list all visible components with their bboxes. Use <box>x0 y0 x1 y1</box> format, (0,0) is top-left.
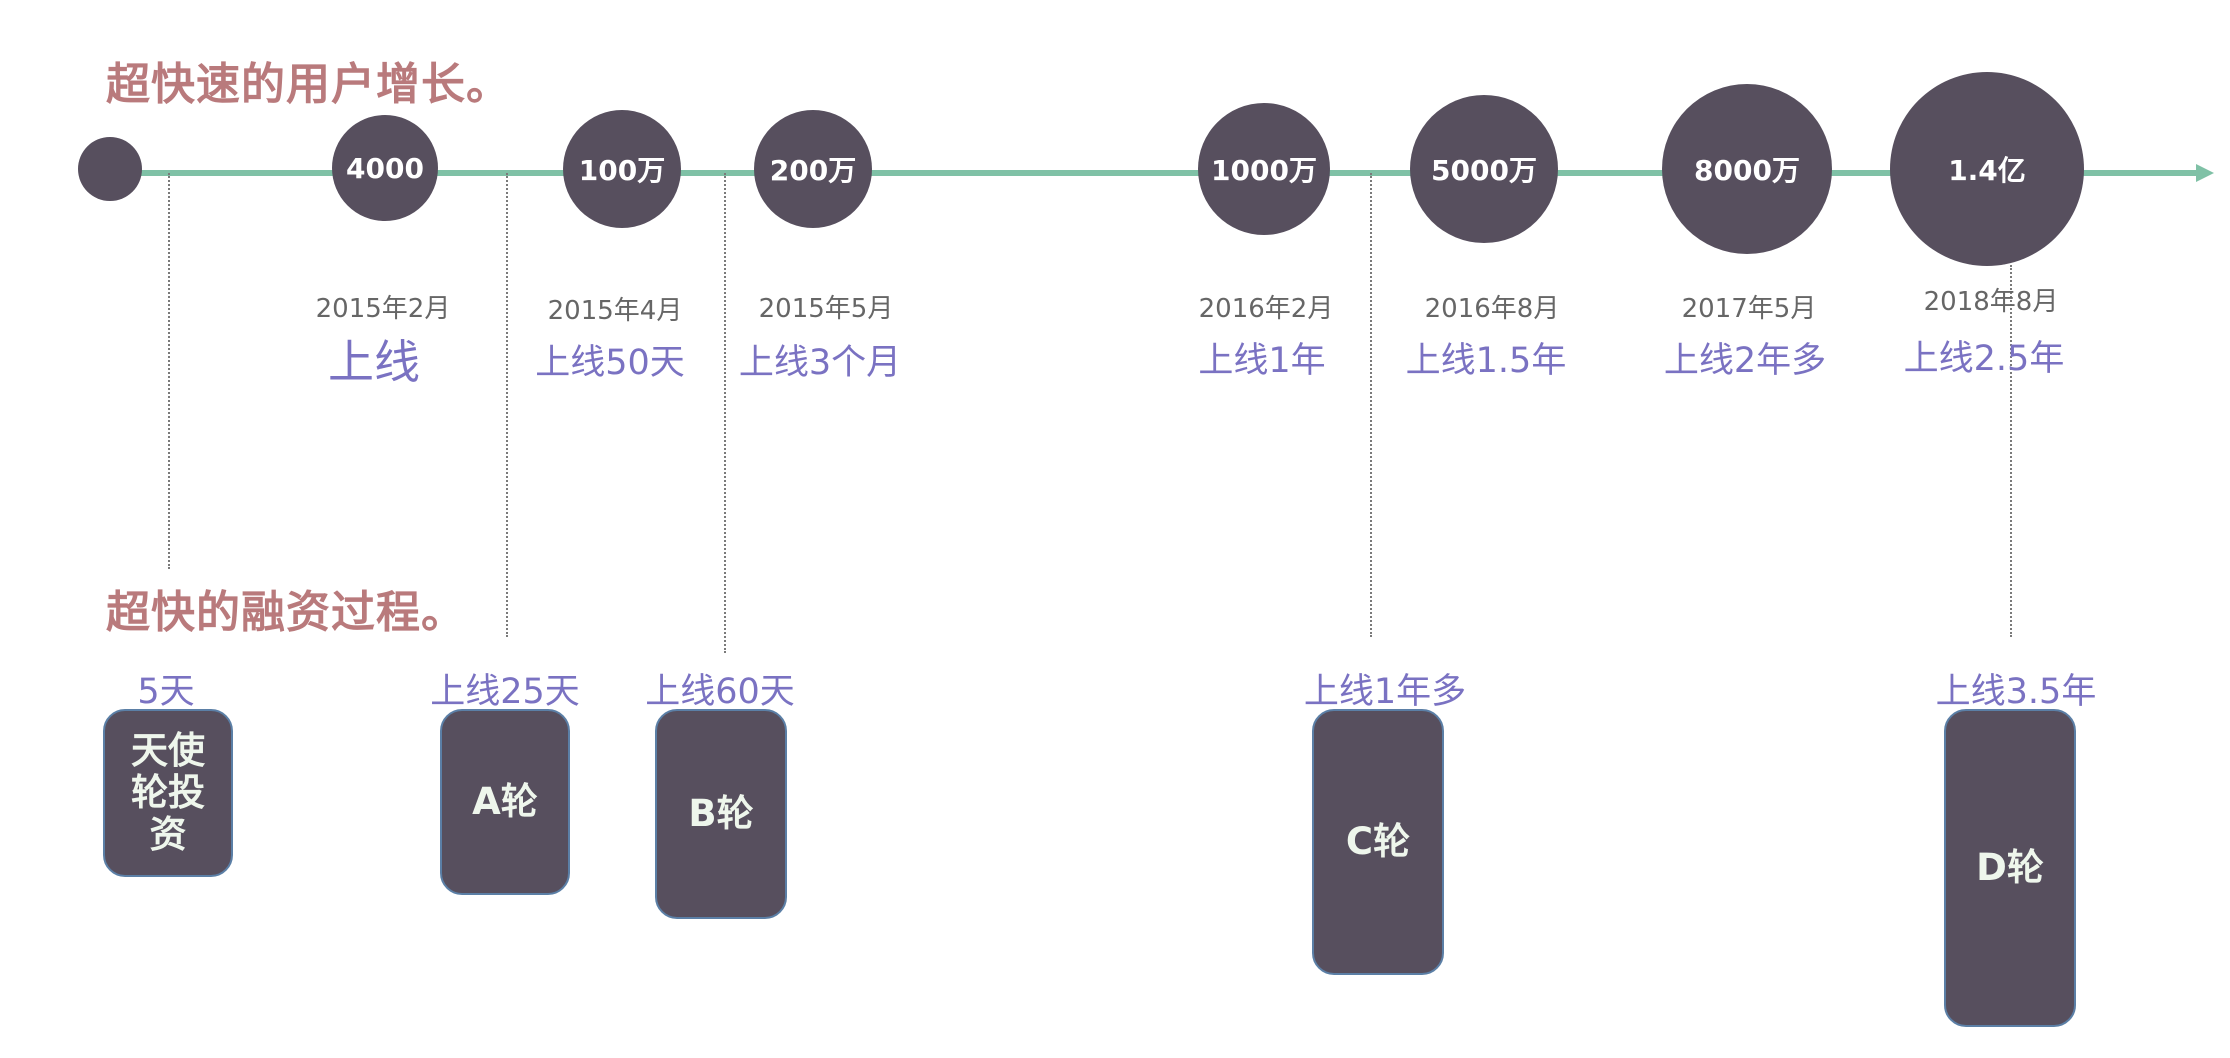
round-name: B轮 <box>688 792 754 835</box>
round-card-a: A轮 <box>440 709 570 895</box>
milestone-date: 2018年8月 <box>1923 287 2059 317</box>
milestone-50m: 5000万 <box>1410 95 1558 243</box>
milestone-since-launch: 上线 <box>328 335 420 389</box>
milestone-since-launch: 上线1.5年 <box>1405 341 1567 381</box>
connector-b <box>724 173 726 653</box>
timeline-axis <box>110 170 2200 176</box>
milestone-4000: 4000 <box>332 115 438 221</box>
milestone-origin <box>78 137 142 201</box>
milestone-10m: 1000万 <box>1198 103 1330 235</box>
round-card-angel: 天使轮投资 <box>103 709 233 877</box>
round-timing: 上线60天 <box>645 672 795 712</box>
milestone-date: 2015年5月 <box>758 294 894 324</box>
round-name: C轮 <box>1345 820 1411 863</box>
milestone-1m: 100万 <box>563 110 681 228</box>
round-card-d: D轮 <box>1944 709 2076 1027</box>
connector-a <box>506 173 508 637</box>
round-name: 天使轮投资 <box>131 729 205 856</box>
round-card-b: B轮 <box>655 709 787 919</box>
milestone-since-launch: 上线2.5年 <box>1903 339 2065 379</box>
round-timing: 上线1年多 <box>1303 672 1467 712</box>
milestone-since-launch: 上线3个月 <box>738 343 902 383</box>
round-timing: 上线3.5年 <box>1935 672 2097 712</box>
milestone-date: 2015年2月 <box>315 294 451 324</box>
milestone-date: 2016年2月 <box>1198 294 1334 324</box>
user-growth-title: 超快速的用户增长。 <box>106 59 511 110</box>
connector-angel <box>168 173 170 569</box>
connector-c <box>1370 173 1372 637</box>
round-timing: 上线25天 <box>430 672 580 712</box>
milestone-since-launch: 上线2年多 <box>1663 341 1827 381</box>
milestone-80m: 8000万 <box>1662 84 1832 254</box>
financing-title: 超快的融资过程。 <box>106 587 466 638</box>
milestone-date: 2015年4月 <box>547 296 683 326</box>
milestone-date: 2017年5月 <box>1681 294 1817 324</box>
timeline-arrow-head <box>2196 164 2214 182</box>
round-timing: 5天 <box>137 672 195 712</box>
milestone-since-launch: 上线1年 <box>1198 341 1326 381</box>
milestone-since-launch: 上线50天 <box>535 343 685 383</box>
milestone-140m: 1.4亿 <box>1890 72 2084 266</box>
round-name: D轮 <box>1976 846 2044 889</box>
connector-d <box>2010 265 2012 637</box>
milestone-2m: 200万 <box>754 110 872 228</box>
round-card-c: C轮 <box>1312 709 1444 975</box>
round-name: A轮 <box>472 780 538 823</box>
milestone-date: 2016年8月 <box>1424 294 1560 324</box>
